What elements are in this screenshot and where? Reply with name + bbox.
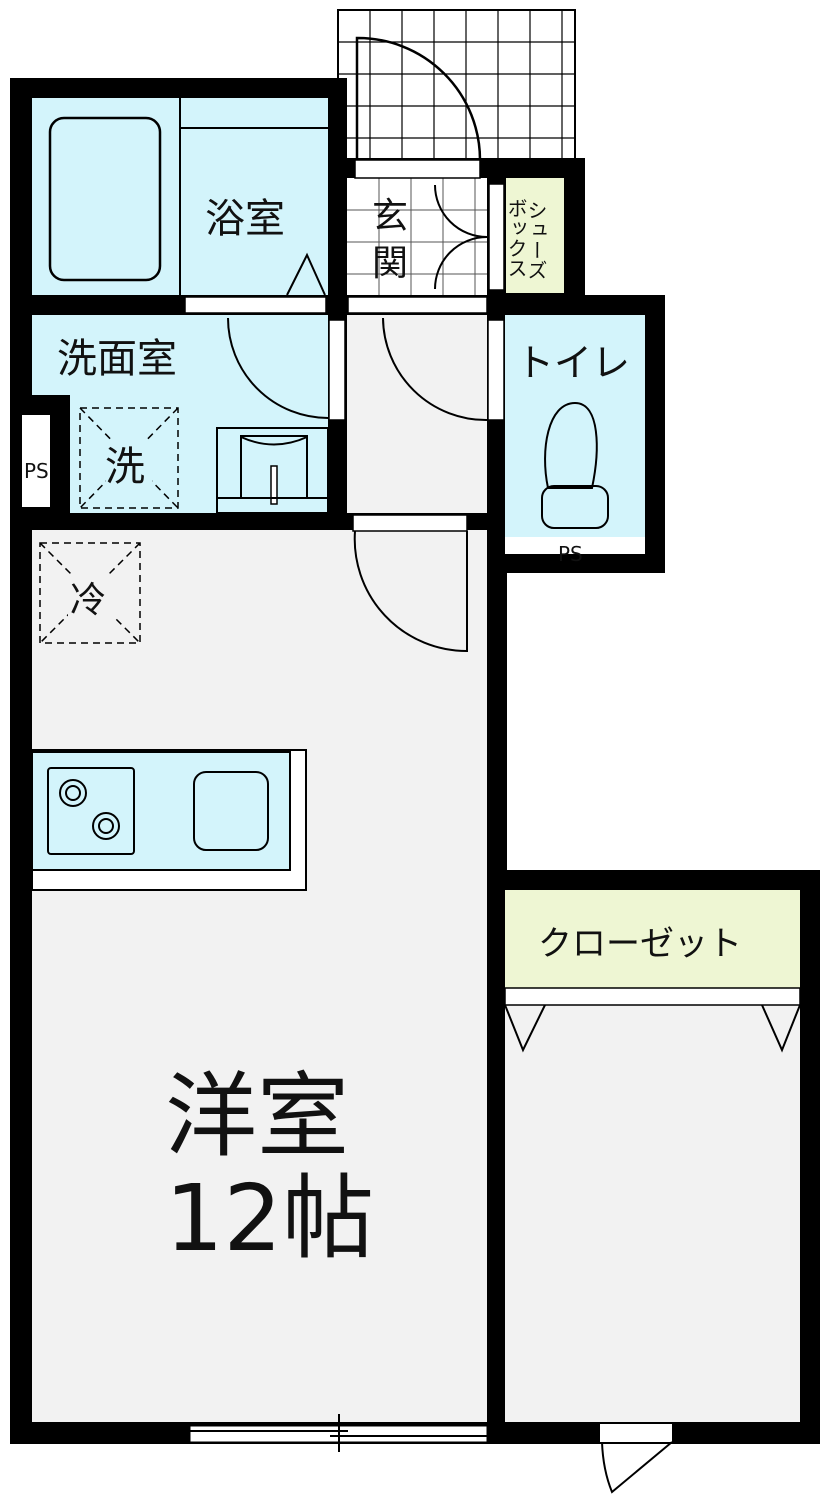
sink	[216, 427, 329, 514]
closet-label: クローゼット	[538, 924, 742, 964]
bath-door-opening[interactable]	[184, 296, 327, 314]
shoebox	[506, 178, 564, 293]
kitchen-counter	[31, 749, 307, 891]
washer-space: 洗	[79, 407, 179, 509]
sliding-window[interactable]	[189, 1414, 488, 1452]
ps-toilet-label: PS	[558, 542, 583, 566]
ps-left-label: PS	[24, 459, 49, 483]
washroom-door-swing[interactable]	[227, 317, 329, 419]
room-door-swing[interactable]	[353, 530, 468, 653]
stove	[47, 767, 135, 855]
bath-door-triangle	[286, 252, 326, 296]
fridge-space: 冷	[39, 542, 141, 644]
shoebox-door-swing[interactable]	[434, 184, 488, 290]
closet[interactable]	[505, 890, 800, 988]
toilet-fixture	[541, 401, 609, 529]
bathtub	[48, 116, 162, 282]
hallway	[347, 315, 487, 513]
toilet-label: トイレ	[516, 341, 630, 385]
front-door-swing[interactable]	[355, 36, 482, 161]
balcony-door-swing[interactable]	[601, 1441, 673, 1494]
porch-tiles	[337, 9, 576, 161]
toilet-area	[505, 315, 645, 537]
kitchen-sink	[193, 771, 269, 851]
shoebox-label-1: シューズ	[524, 200, 548, 280]
entrance-label-2: 関	[372, 243, 408, 284]
burner-icon	[59, 779, 120, 840]
front-door-opening[interactable]	[354, 159, 481, 179]
toilet-door-swing[interactable]	[382, 317, 488, 422]
bathroom-label: 浴室	[205, 196, 285, 242]
main-room-label: 洋室	[165, 1063, 349, 1170]
main-room-size: 12帖	[165, 1165, 374, 1272]
entrance-area	[347, 178, 487, 295]
fridge-label: 冷	[70, 580, 106, 621]
entrance-label-1: 玄	[372, 196, 408, 237]
washer-label: 洗	[105, 444, 145, 490]
shoebox-label-2: ボックス	[504, 198, 528, 278]
washroom-label: 洗面室	[57, 336, 177, 382]
